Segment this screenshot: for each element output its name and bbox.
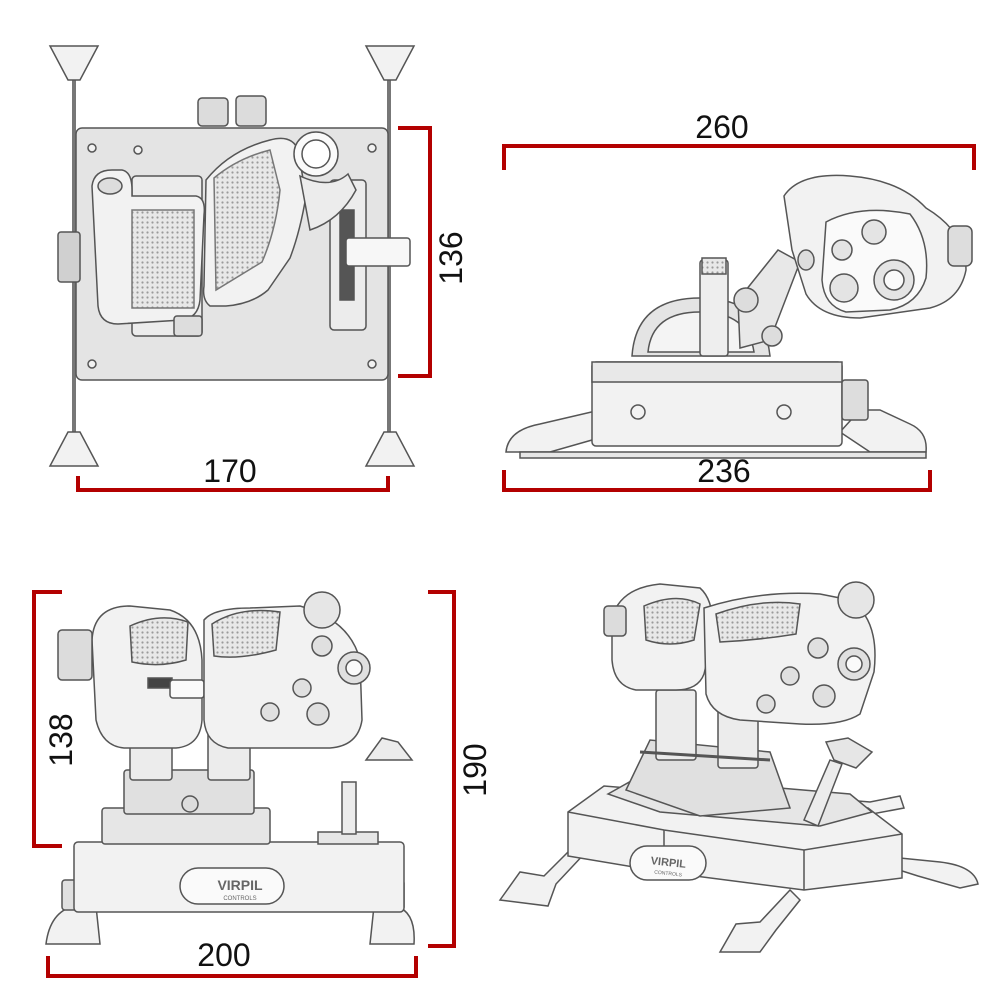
side-dim-top xyxy=(502,144,976,170)
side-dim-top-label: 260 xyxy=(695,109,748,145)
side-dim-bottom xyxy=(502,470,932,492)
front-dim-left-label: 138 xyxy=(43,713,79,766)
side-dim-bottom-label: 236 xyxy=(697,453,750,489)
top-dim-vertical xyxy=(398,126,432,378)
iso-brand: VIRPIL xyxy=(650,855,687,871)
front-dim-bottom xyxy=(46,956,418,978)
side-view xyxy=(505,174,973,459)
top-dim-vertical-label: 136 xyxy=(433,231,469,284)
front-brand: VIRPIL xyxy=(217,877,263,893)
top-dim-horizontal-label: 170 xyxy=(203,453,256,489)
front-dim-left xyxy=(32,590,62,848)
top-dim-horizontal xyxy=(76,476,390,492)
front-dim-bottom-label: 200 xyxy=(197,937,250,973)
front-dim-right xyxy=(428,590,456,948)
front-view xyxy=(45,591,415,945)
iso-view xyxy=(498,581,979,953)
top-view xyxy=(48,45,416,467)
front-dim-right-label: 190 xyxy=(457,743,493,796)
front-brand-sub: CONTROLS xyxy=(223,896,256,902)
iso-brand-sub: CONTROLS xyxy=(654,870,683,879)
